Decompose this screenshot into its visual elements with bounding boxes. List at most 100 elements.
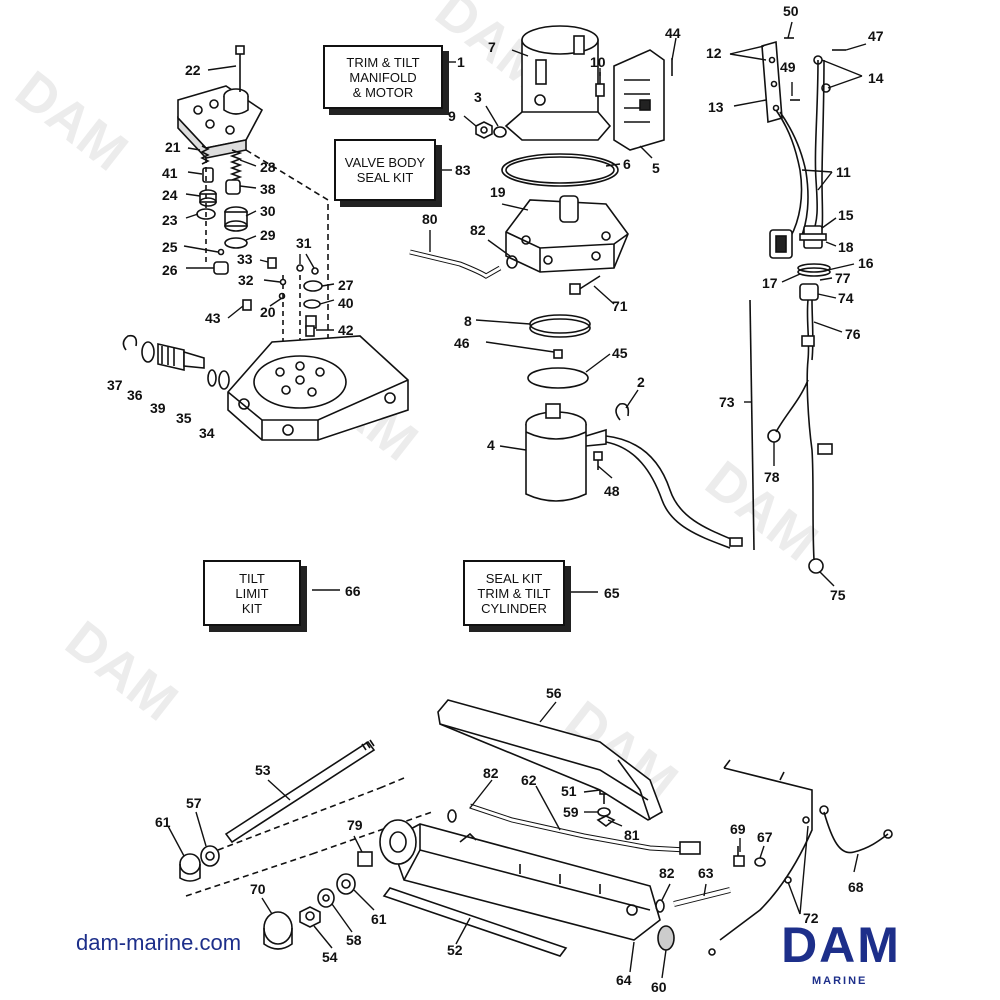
- screw-69: [733, 846, 745, 867]
- kit-box-tilt-limit: TILT LIMIT KIT: [203, 560, 301, 626]
- bushing-57: [200, 845, 220, 867]
- callout-9: 9: [448, 108, 456, 124]
- callout-33: 33: [237, 251, 253, 267]
- washer-59: [597, 807, 611, 817]
- tube-63: [673, 887, 731, 907]
- callout-48: 48: [604, 483, 620, 499]
- oring-27: [303, 280, 323, 292]
- callout-69: 69: [730, 821, 746, 837]
- callout-28: 28: [260, 159, 276, 175]
- callout-67: 67: [757, 829, 773, 845]
- callout-53: 53: [255, 762, 271, 778]
- callout-31: 31: [296, 235, 312, 251]
- screw-48: [593, 451, 603, 470]
- piston-rod-52: [382, 887, 568, 957]
- bracket-73: [749, 299, 755, 551]
- callout-62: 62: [521, 772, 537, 788]
- harness-wires: [775, 55, 831, 241]
- oring-35: [207, 369, 217, 387]
- callout-35: 35: [176, 410, 192, 426]
- callout-7: 7: [488, 39, 496, 55]
- callout-70: 70: [250, 881, 266, 897]
- callout-12: 12: [706, 45, 722, 61]
- part-40: [303, 299, 321, 329]
- kit-line: SEAL KIT: [356, 170, 414, 185]
- callout-18: 18: [838, 239, 854, 255]
- tube-62: [469, 803, 701, 855]
- bushing-61b: [336, 873, 356, 895]
- callout-68: 68: [848, 879, 864, 895]
- callout-47: 47: [868, 28, 884, 44]
- plug-18: [799, 225, 827, 249]
- callout-80: 80: [422, 211, 438, 227]
- clip-2: [615, 402, 630, 421]
- callout-36: 36: [127, 387, 143, 403]
- disc-60: [657, 925, 675, 951]
- bolt-22: [235, 45, 245, 92]
- callout-14: 14: [868, 70, 884, 86]
- callout-54: 54: [322, 949, 338, 965]
- callout-82c: 82: [659, 865, 675, 881]
- callout-61a: 61: [155, 814, 171, 830]
- website-link[interactable]: dam-marine.com: [76, 930, 242, 955]
- callout-61b: 61: [371, 911, 387, 927]
- oring-34: [218, 370, 230, 390]
- callout-83: 83: [455, 162, 471, 178]
- callout-43: 43: [205, 310, 221, 326]
- callout-8: 8: [464, 313, 472, 329]
- kit-box-valve-body: VALVE BODY SEAL KIT: [334, 139, 436, 201]
- callout-44: 44: [665, 25, 681, 41]
- callout-45: 45: [612, 345, 628, 361]
- callout-71: 71: [612, 298, 628, 314]
- callout-46: 46: [454, 335, 470, 351]
- bracket-72: [708, 759, 813, 956]
- callout-38: 38: [260, 181, 276, 197]
- callout-52: 52: [447, 942, 463, 958]
- part-30: [224, 206, 248, 232]
- callout-73: 73: [719, 394, 735, 410]
- kit-line: LIMIT: [235, 585, 269, 601]
- washer-58: [317, 888, 335, 908]
- harness-bracket-12: [761, 40, 783, 124]
- oring-6: [501, 153, 619, 187]
- callout-50: 50: [783, 3, 799, 19]
- callout-17: 17: [762, 275, 778, 291]
- callout-75: 75: [830, 587, 846, 603]
- logo-text: DAM: [781, 917, 901, 973]
- shaft-53: [224, 739, 376, 844]
- terminal-78: [767, 429, 781, 443]
- callout-19: 19: [490, 184, 506, 200]
- spring-28: [229, 149, 243, 181]
- callout-1: 1: [457, 54, 465, 70]
- part-26: [213, 261, 229, 275]
- kit-line: CYLINDER: [481, 600, 547, 616]
- kit-line: KIT: [241, 600, 263, 616]
- callout-76: 76: [845, 326, 861, 342]
- logo-subtitle: MARINE: [812, 975, 868, 987]
- kit-line: TILT: [239, 570, 265, 586]
- callout-51: 51: [561, 783, 577, 799]
- callout-56: 56: [546, 685, 562, 701]
- callout-82b: 82: [470, 222, 486, 238]
- callout-55: 55: [764, 934, 781, 951]
- kit-line: MANIFOLD: [349, 69, 417, 85]
- kit-box-manifold: TRIM & TILT MANIFOLD & MOTOR: [323, 45, 443, 109]
- harness-lower: [775, 299, 833, 561]
- oring-45: [527, 367, 589, 389]
- callout-66: 66: [345, 583, 361, 599]
- callout-2: 2: [637, 374, 645, 390]
- oring-82: [506, 255, 518, 269]
- callout-49: 49: [780, 59, 796, 75]
- callout-5: 5: [652, 160, 660, 176]
- callout-16: 16: [858, 255, 874, 271]
- callout-20: 20: [260, 304, 276, 320]
- part-41: [202, 167, 214, 183]
- oring-36: [141, 341, 155, 363]
- washer-3: [493, 126, 507, 138]
- bolt-71: [569, 275, 601, 295]
- part-33: [267, 257, 277, 269]
- motor-leads: [605, 435, 743, 549]
- bushing-70: [263, 911, 293, 950]
